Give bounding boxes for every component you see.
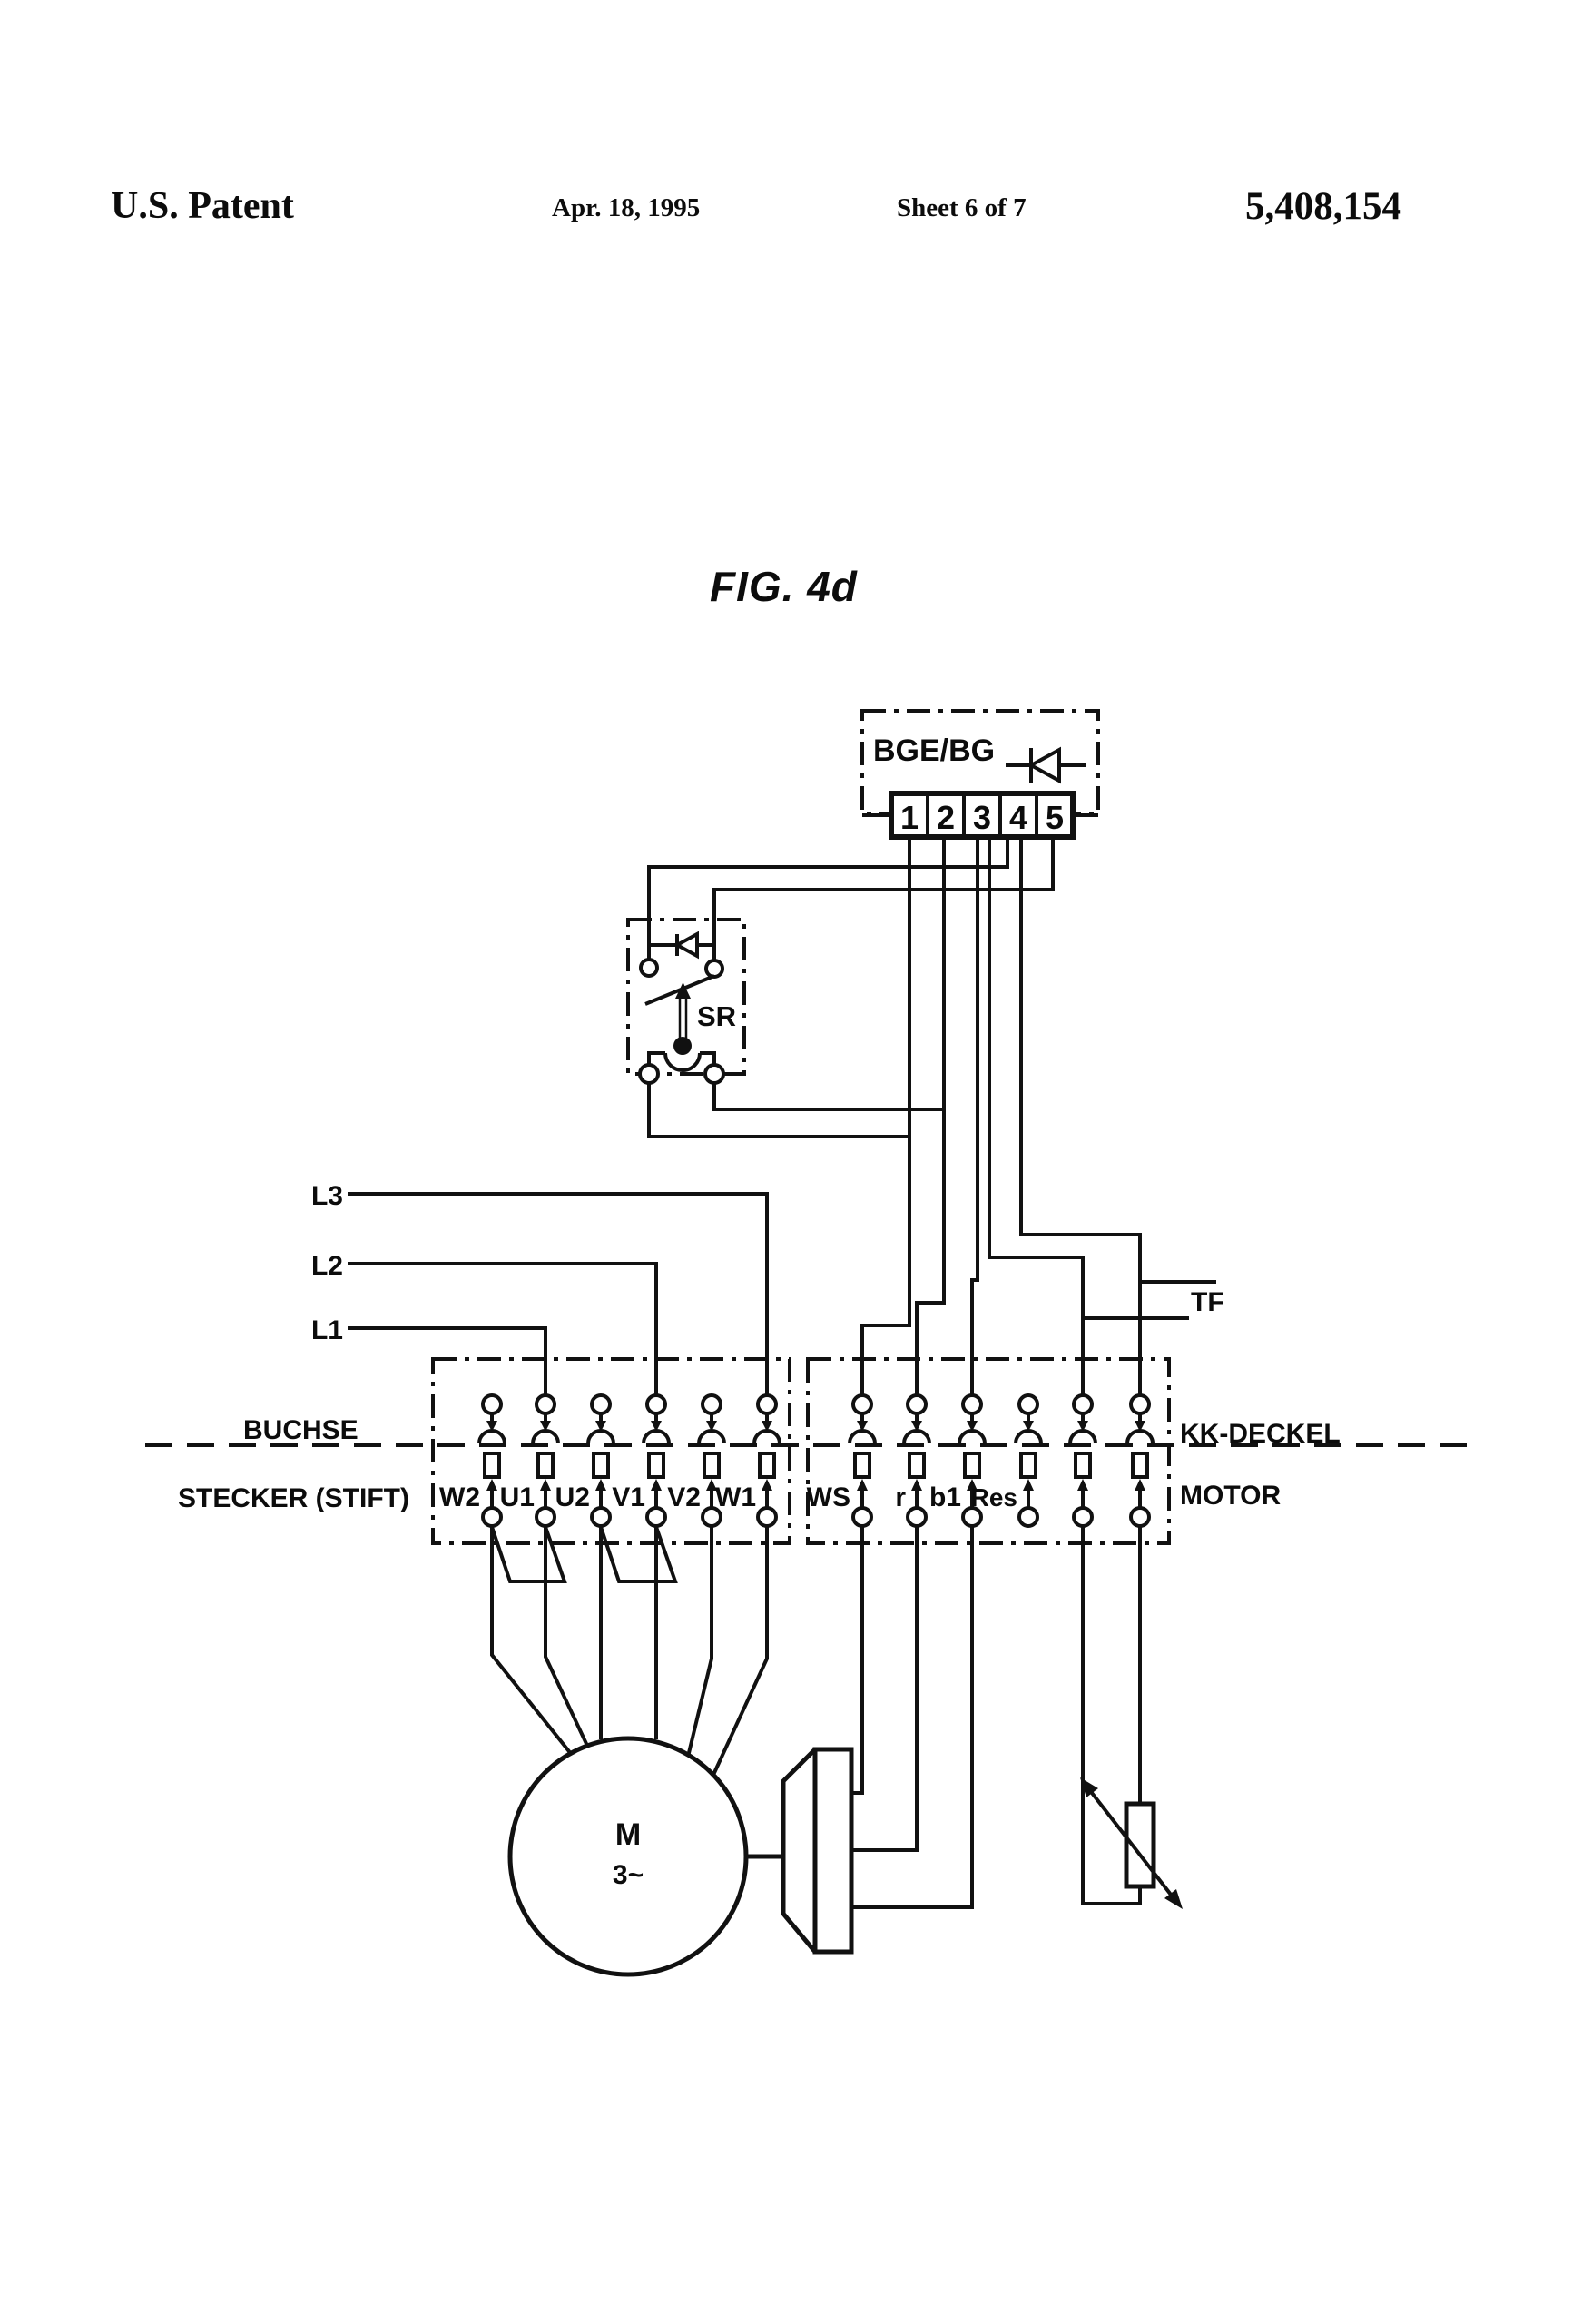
- pin-label-u1: U1: [500, 1482, 535, 1512]
- figure-title: FIG. 4d: [710, 563, 858, 610]
- sr-terminal-right: [703, 1063, 725, 1085]
- wire-terminal2-r: [915, 838, 946, 1395]
- wire-terminal3-tf1: [988, 838, 1085, 1395]
- bridge-w2-u1: [490, 1526, 567, 1583]
- wire-w1-motor: [712, 1527, 769, 1776]
- motor-phase: 3~: [613, 1860, 644, 1890]
- variable-arrow-icon: [1080, 1777, 1183, 1909]
- pin-label-ws: WS: [807, 1482, 850, 1512]
- sr-relay: SR: [638, 931, 736, 1085]
- label-tf: TF: [1191, 1287, 1224, 1317]
- sheet-number: Sheet 6 of 7: [897, 193, 1027, 222]
- terminal-3: 3: [973, 799, 991, 836]
- terminal-1: 1: [900, 799, 919, 836]
- label-kk-deckel: KK-DECKEL: [1180, 1419, 1341, 1449]
- label-motor-zone: MOTOR: [1180, 1481, 1281, 1511]
- wire-l3-w1: [348, 1192, 769, 1395]
- wire-terminal5-sr: [712, 838, 1055, 960]
- label-stecker: STECKER (STIFT): [178, 1483, 409, 1513]
- pin-label-v1: V1: [612, 1482, 645, 1512]
- wire-b1-board: [851, 1526, 974, 1909]
- right-connector-box: [806, 1357, 1171, 1545]
- wire-terminal3-b1: [970, 838, 979, 1395]
- sr-contact-right: [704, 959, 724, 979]
- wire-tf1-thermistor: [1081, 1526, 1142, 1905]
- patent-number: 5,408,154: [1245, 185, 1401, 228]
- bridge-u2-v1: [599, 1526, 678, 1583]
- terminal-5: 5: [1046, 799, 1064, 836]
- thermistor: [1080, 1777, 1183, 1909]
- pin-label-res: Res: [971, 1483, 1017, 1512]
- right-connector-pins: WS r b1 Res: [807, 1393, 1155, 1528]
- interface-labels: BUCHSE STECKER (STIFT) KK-DECKEL MOTOR: [178, 1415, 1341, 1513]
- label-l3: L3: [311, 1181, 343, 1211]
- motor-m: M: [615, 1817, 641, 1852]
- wire-l1-u1: [348, 1326, 547, 1395]
- wire-r-board: [851, 1526, 919, 1852]
- sheet-header: U.S. Patent Apr. 18, 1995 Sheet 6 of 7 5…: [111, 185, 1401, 228]
- sr-diode-icon: [649, 931, 714, 960]
- wire-ws-board: [851, 1526, 864, 1795]
- wire-terminal4-tf2: [1019, 838, 1142, 1395]
- motor-circle: [507, 1736, 749, 1977]
- patent-date: Apr. 18, 1995: [552, 193, 700, 222]
- wire-v2-motor: [686, 1527, 713, 1758]
- pin-label-u2: U2: [555, 1482, 590, 1512]
- sr-terminal-left: [638, 1063, 660, 1085]
- wire-w2-motor: [490, 1527, 574, 1757]
- bge-terminal-strip: 1 2 3 4 5: [889, 791, 1076, 840]
- terminal-board: [781, 1747, 854, 1955]
- wiring: [348, 813, 1216, 1909]
- pin-label-w2: W2: [439, 1482, 480, 1512]
- label-l1: L1: [311, 1315, 343, 1345]
- sr-box-outline: [626, 918, 746, 1076]
- pin-label-r: r: [895, 1482, 906, 1512]
- wire-sr-out-left: [647, 1083, 909, 1138]
- pin-label-w1: W1: [715, 1482, 756, 1512]
- terminal-2: 2: [937, 799, 955, 836]
- terminal-4: 4: [1009, 799, 1027, 836]
- left-connector-box: [431, 1357, 791, 1545]
- wire-terminal4-sr: [647, 838, 1009, 960]
- sr-label: SR: [697, 1000, 736, 1032]
- bge-label: BGE/BG: [873, 734, 995, 768]
- left-connector-pins: W2 U1 U2 V1 V2 W1: [439, 1393, 781, 1528]
- wire-l2-v1: [348, 1262, 658, 1395]
- line-labels: L3 L2 L1 TF: [311, 1181, 1224, 1345]
- pin-label-v2: V2: [667, 1482, 701, 1512]
- sr-coil-contact: [647, 1037, 716, 1072]
- pin-label-b1: b1: [929, 1482, 961, 1512]
- label-buchse: BUCHSE: [243, 1415, 359, 1445]
- sr-actuator-arrow: [675, 982, 691, 1044]
- wire-terminal1-ws: [860, 838, 911, 1395]
- patent-label: U.S. Patent: [111, 185, 294, 227]
- wire-sr-out-right: [712, 1083, 944, 1111]
- wire-u1-motor: [544, 1527, 590, 1748]
- sr-contact-left: [639, 958, 659, 978]
- diode-icon: [1006, 746, 1086, 784]
- bge-rectifier: 1 2 3 4 5 BGE/BG: [873, 734, 1086, 840]
- label-l2: L2: [311, 1251, 343, 1281]
- motor-symbol: M 3~: [507, 1736, 749, 1977]
